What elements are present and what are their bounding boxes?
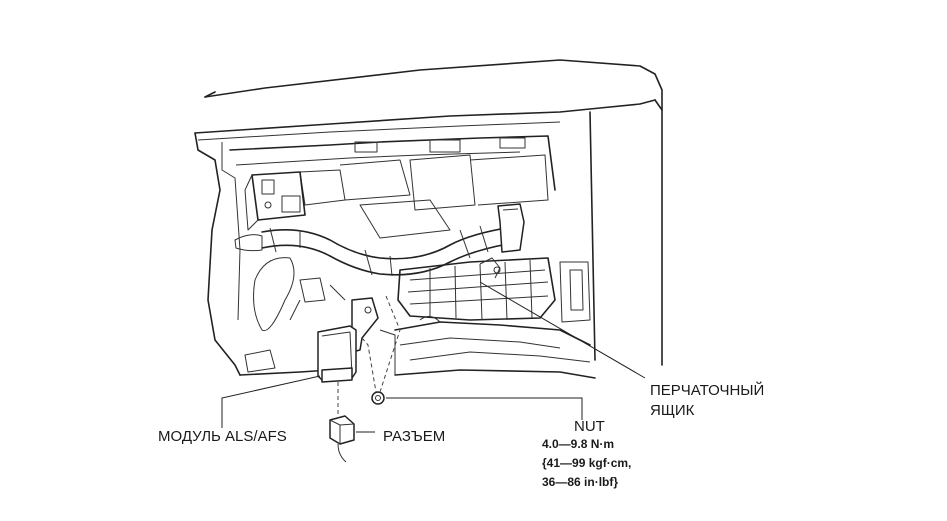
glovebox-label-line2: ЯЩИК	[650, 402, 695, 419]
als-afs-module	[317, 297, 379, 383]
connector	[329, 415, 355, 463]
glovebox-grille	[397, 257, 591, 323]
lower-structure	[289, 277, 596, 379]
dashboard-top	[194, 59, 663, 366]
connector-label: РАЗЪЕМ	[383, 428, 446, 445]
leader-lines	[221, 281, 646, 433]
bracket-assembly	[244, 171, 306, 231]
left-panel	[194, 132, 331, 376]
upper-duct	[229, 135, 556, 239]
module-label: МОДУЛЬ ALS/AFS	[158, 428, 287, 445]
torque-spec-line3: 36—86 in·lbf}	[542, 475, 619, 489]
assembly-dashed-lines	[337, 295, 401, 418]
glovebox-label-line1: ПЕРЧАТОЧНЫЙ	[650, 382, 765, 399]
wiring-harness	[234, 203, 525, 277]
torque-spec-line2: {41—99 kgf·cm,	[542, 456, 632, 470]
nut	[371, 391, 385, 405]
torque-spec-line1: 4.0—9.8 N·m	[542, 437, 615, 451]
nut-label: NUT	[574, 418, 605, 435]
